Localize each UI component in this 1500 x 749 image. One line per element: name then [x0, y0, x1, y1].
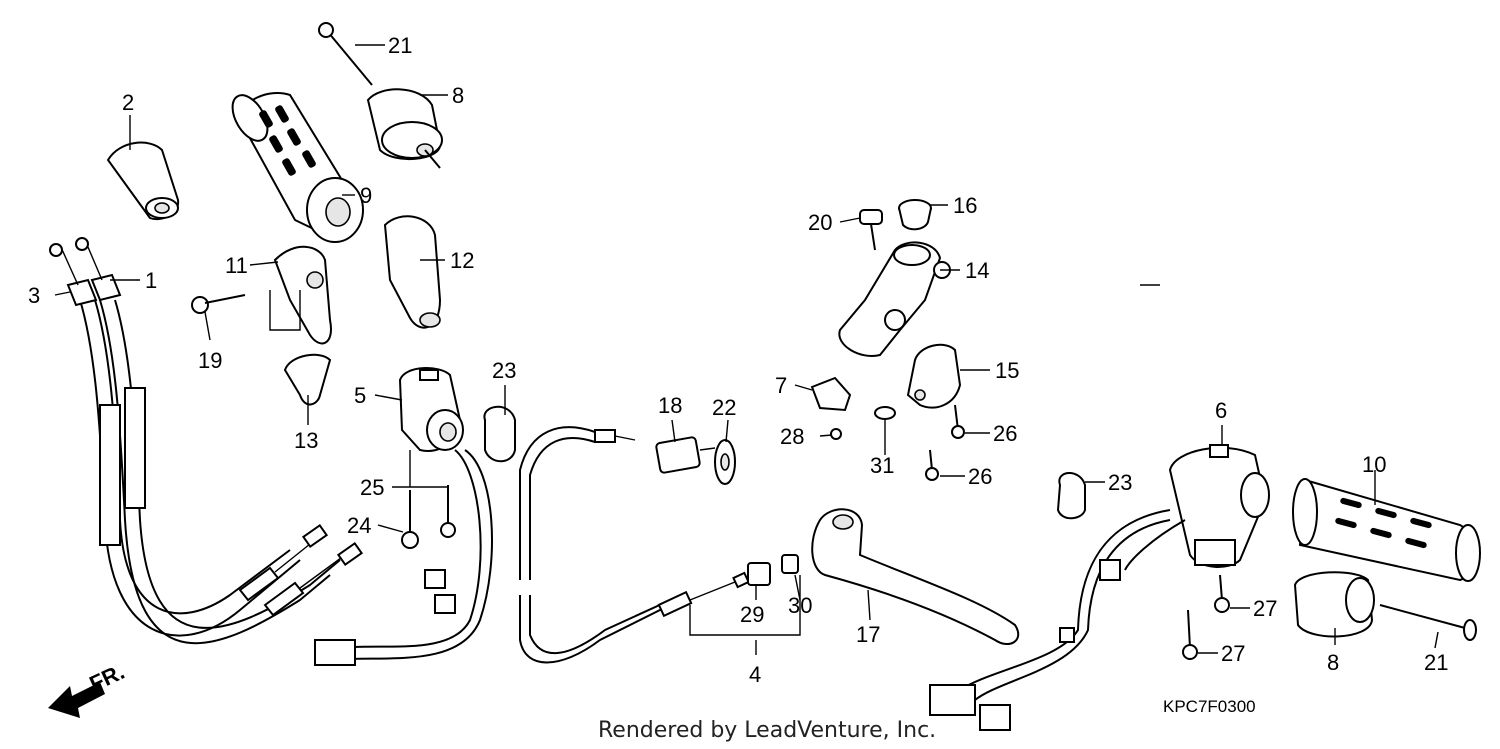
callout-19: 19: [198, 348, 222, 373]
grommet-31[interactable]: [874, 406, 896, 420]
callout-12: 12: [450, 248, 474, 273]
callout-7: 7: [775, 373, 787, 398]
callout-27-top: 27: [1253, 596, 1277, 621]
clutch-lever-bracket[interactable]: [838, 241, 951, 357]
bar-end-weight-right[interactable]: [1293, 571, 1375, 638]
clutch-lever[interactable]: [811, 508, 1020, 645]
bar-end-screw-left[interactable]: [318, 22, 373, 86]
screws-26[interactable]: [925, 404, 965, 481]
grip-end-cap[interactable]: [106, 141, 180, 220]
right-switch-harness: [929, 509, 1186, 731]
throttle-cables[interactable]: [49, 237, 364, 645]
callout-9: 9: [360, 183, 372, 208]
callout-2: 2: [122, 90, 134, 115]
callout-26-top: 26: [993, 421, 1017, 446]
cable-adjuster[interactable]: [655, 436, 736, 485]
dust-cap[interactable]: [898, 199, 932, 231]
callout-1: 1: [145, 268, 157, 293]
callout-14: 14: [965, 258, 989, 283]
clutch-switch[interactable]: [810, 376, 852, 412]
callout-3: 3: [28, 283, 40, 308]
left-switch-harness: [314, 449, 493, 666]
throttle-housing-lower[interactable]: [383, 215, 442, 329]
wire-clamp-right[interactable]: [1056, 472, 1086, 520]
callout-10: 10: [1362, 452, 1386, 477]
callout-17: 17: [856, 622, 880, 647]
callout-6: 6: [1215, 398, 1227, 423]
callout-18: 18: [658, 393, 682, 418]
front-direction-arrow: FR.: [48, 659, 128, 718]
bar-end-weight-left[interactable]: [366, 88, 443, 169]
diagram-code: KPC7F0300: [1163, 697, 1256, 716]
callout-16: 16: [953, 193, 977, 218]
throttle-grip[interactable]: [225, 89, 364, 243]
callout-11: 11: [225, 253, 248, 278]
callout-27-bottom: 27: [1221, 641, 1245, 666]
wire-clamp-left[interactable]: [483, 405, 516, 463]
screw-28[interactable]: [830, 428, 842, 440]
callout-28: 28: [780, 424, 804, 449]
throttle-housing-upper[interactable]: [273, 245, 332, 345]
right-switch-housing[interactable]: [1168, 444, 1270, 568]
callout-23-left: 23: [492, 358, 516, 383]
pivot-bolt[interactable]: [859, 209, 883, 251]
right-grip[interactable]: [1292, 478, 1481, 582]
locknut-30[interactable]: [781, 554, 799, 574]
callout-22: 22: [712, 395, 736, 420]
callout-4: 4: [749, 662, 761, 687]
callout-21-bottom: 21: [1424, 650, 1448, 675]
leader-lines: [54, 44, 1439, 655]
callout-labels: 1 2 3 4 5 6 7 8 8 9 10 11 12 13 14 15 16…: [28, 33, 1448, 687]
callout-13: 13: [294, 428, 318, 453]
screws-27[interactable]: [1182, 574, 1230, 660]
callout-5: 5: [354, 383, 366, 408]
bar-end-screw-right[interactable]: [1379, 604, 1477, 641]
callout-8-top: 8: [452, 83, 464, 108]
callout-21-top: 21: [388, 33, 412, 58]
callout-29: 29: [740, 602, 764, 627]
callout-8-bottom: 8: [1327, 650, 1339, 675]
callout-20: 20: [808, 210, 832, 235]
callout-15: 15: [995, 358, 1019, 383]
locknut-29[interactable]: [747, 562, 771, 586]
callout-30: 30: [788, 593, 812, 618]
adjuster-nut[interactable]: [720, 453, 730, 471]
credit-text: Rendered by LeadVenture, Inc.: [598, 718, 936, 743]
lever-bracket-clamp[interactable]: [906, 343, 962, 409]
callout-24: 24: [347, 513, 371, 538]
screw-19[interactable]: [191, 294, 246, 314]
callout-31: 31: [870, 453, 894, 478]
screws-24-25[interactable]: [401, 485, 456, 549]
clutch-cable[interactable]: [519, 426, 750, 664]
callout-26-bottom: 26: [968, 464, 992, 489]
throttle-cover[interactable]: [283, 353, 332, 406]
callout-23-right: 23: [1108, 470, 1132, 495]
callout-25: 25: [360, 475, 384, 500]
left-switch-housing[interactable]: [398, 367, 464, 452]
